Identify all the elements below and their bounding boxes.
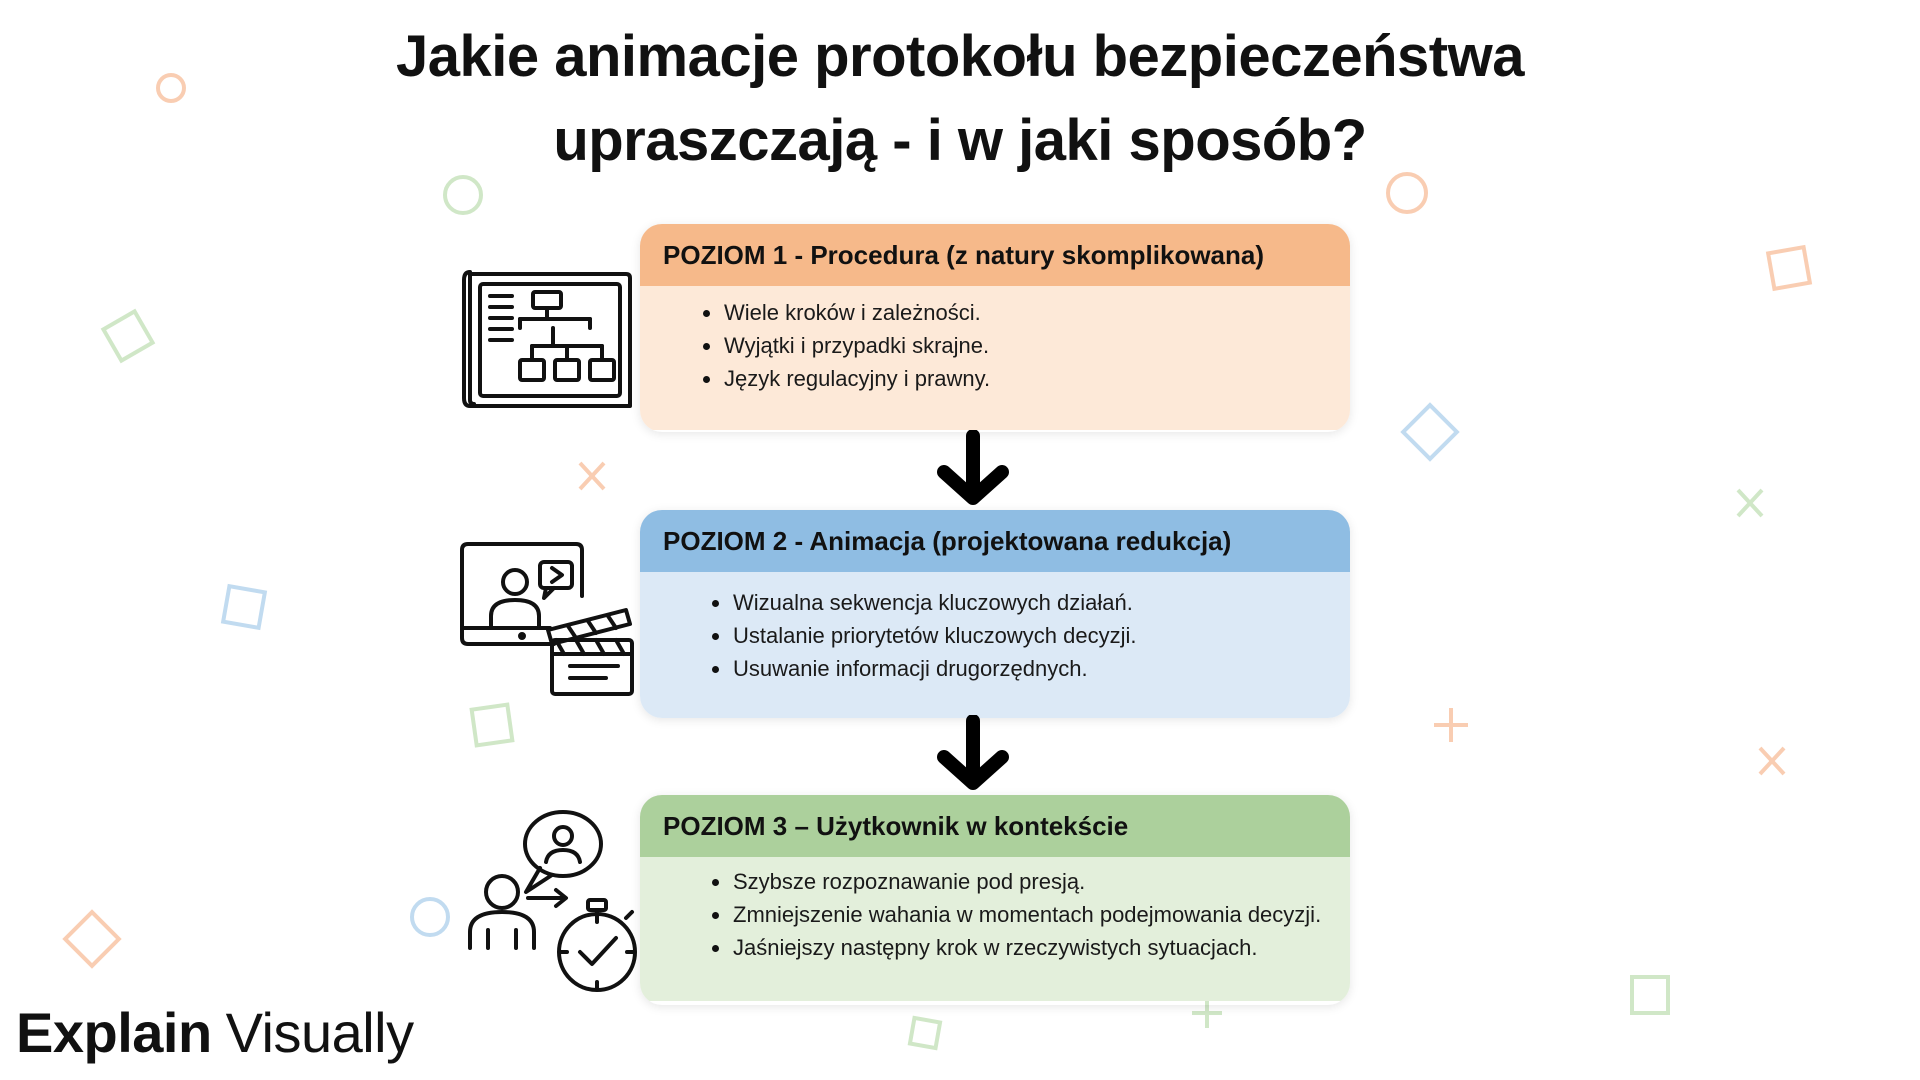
list-item: Jaśniejszy następny krok w rzeczywistych… [712, 931, 1324, 964]
level-3-card: POZIOM 3 – Użytkownik w kontekście Szybs… [640, 795, 1350, 1005]
level-1-body: Wiele kroków i zależności. Wyjątki i prz… [640, 286, 1350, 430]
arrow-down-icon [937, 715, 1009, 790]
deco-cross [1736, 488, 1764, 518]
list-item: Ustalanie priorytetów kluczowych decyzji… [712, 619, 1324, 652]
level-3-body: Szybsze rozpoznawanie pod presją. Zmniej… [640, 857, 1350, 1001]
deco-square [1630, 975, 1670, 1015]
level-1-heading: POZIOM 1 - Procedura (z natury skompliko… [640, 224, 1350, 286]
deco-circle [443, 175, 483, 215]
list-item: Wyjątki i przypadki skrajne. [703, 329, 1324, 362]
list-item: Zmniejszenie wahania w momentach podejmo… [712, 898, 1324, 931]
deco-square [100, 308, 156, 364]
level-2-body: Wizualna sekwencja kluczowych działań. U… [640, 572, 1350, 718]
list-item: Wizualna sekwencja kluczowych działań. [712, 586, 1324, 619]
level-2-list: Wizualna sekwencja kluczowych działań. U… [712, 586, 1324, 685]
brand-word-visually: Visually [225, 1001, 414, 1064]
deco-circle [156, 73, 186, 103]
level-3-heading: POZIOM 3 – Użytkownik w kontekście [640, 795, 1350, 857]
level-1-list: Wiele kroków i zależności. Wyjątki i prz… [703, 296, 1324, 395]
deco-plus [1434, 708, 1468, 742]
list-item: Szybsze rozpoznawanie pod presją. [712, 865, 1324, 898]
deco-circle [1386, 172, 1428, 214]
level-2-card: POZIOM 2 - Animacja (projektowana redukc… [640, 510, 1350, 718]
list-item: Usuwanie informacji drugorzędnych. [712, 652, 1324, 685]
deco-cross [578, 461, 606, 491]
deco-square [907, 1015, 943, 1051]
page-title-line-2: upraszczają - i w jaki sposób? [553, 108, 1367, 173]
deco-plus [1192, 998, 1222, 1028]
deco-cross [1758, 746, 1786, 776]
flowchart-document-icon [462, 270, 632, 408]
deco-square [469, 702, 515, 748]
page-title-line-1: Jakie animacje protokołu bezpieczeństwa [395, 24, 1525, 89]
deco-square [62, 909, 122, 969]
deco-square [1765, 244, 1813, 292]
list-item: Język regulacyjny i prawny. [703, 362, 1324, 395]
level-3-list: Szybsze rozpoznawanie pod presją. Zmniej… [712, 865, 1324, 964]
deco-square [220, 583, 268, 631]
deco-square [1400, 402, 1460, 462]
arrow-down-icon [937, 430, 1009, 505]
level-2-heading: POZIOM 2 - Animacja (projektowana redukc… [640, 510, 1350, 572]
brand-word-explain: Explain [16, 1001, 212, 1064]
list-item: Wiele kroków i zależności. [703, 296, 1324, 329]
deco-circle [410, 897, 450, 937]
video-clapperboard-icon [460, 542, 634, 696]
level-1-card: POZIOM 1 - Procedura (z natury skompliko… [640, 224, 1350, 432]
user-decision-stopwatch-icon [468, 810, 637, 992]
